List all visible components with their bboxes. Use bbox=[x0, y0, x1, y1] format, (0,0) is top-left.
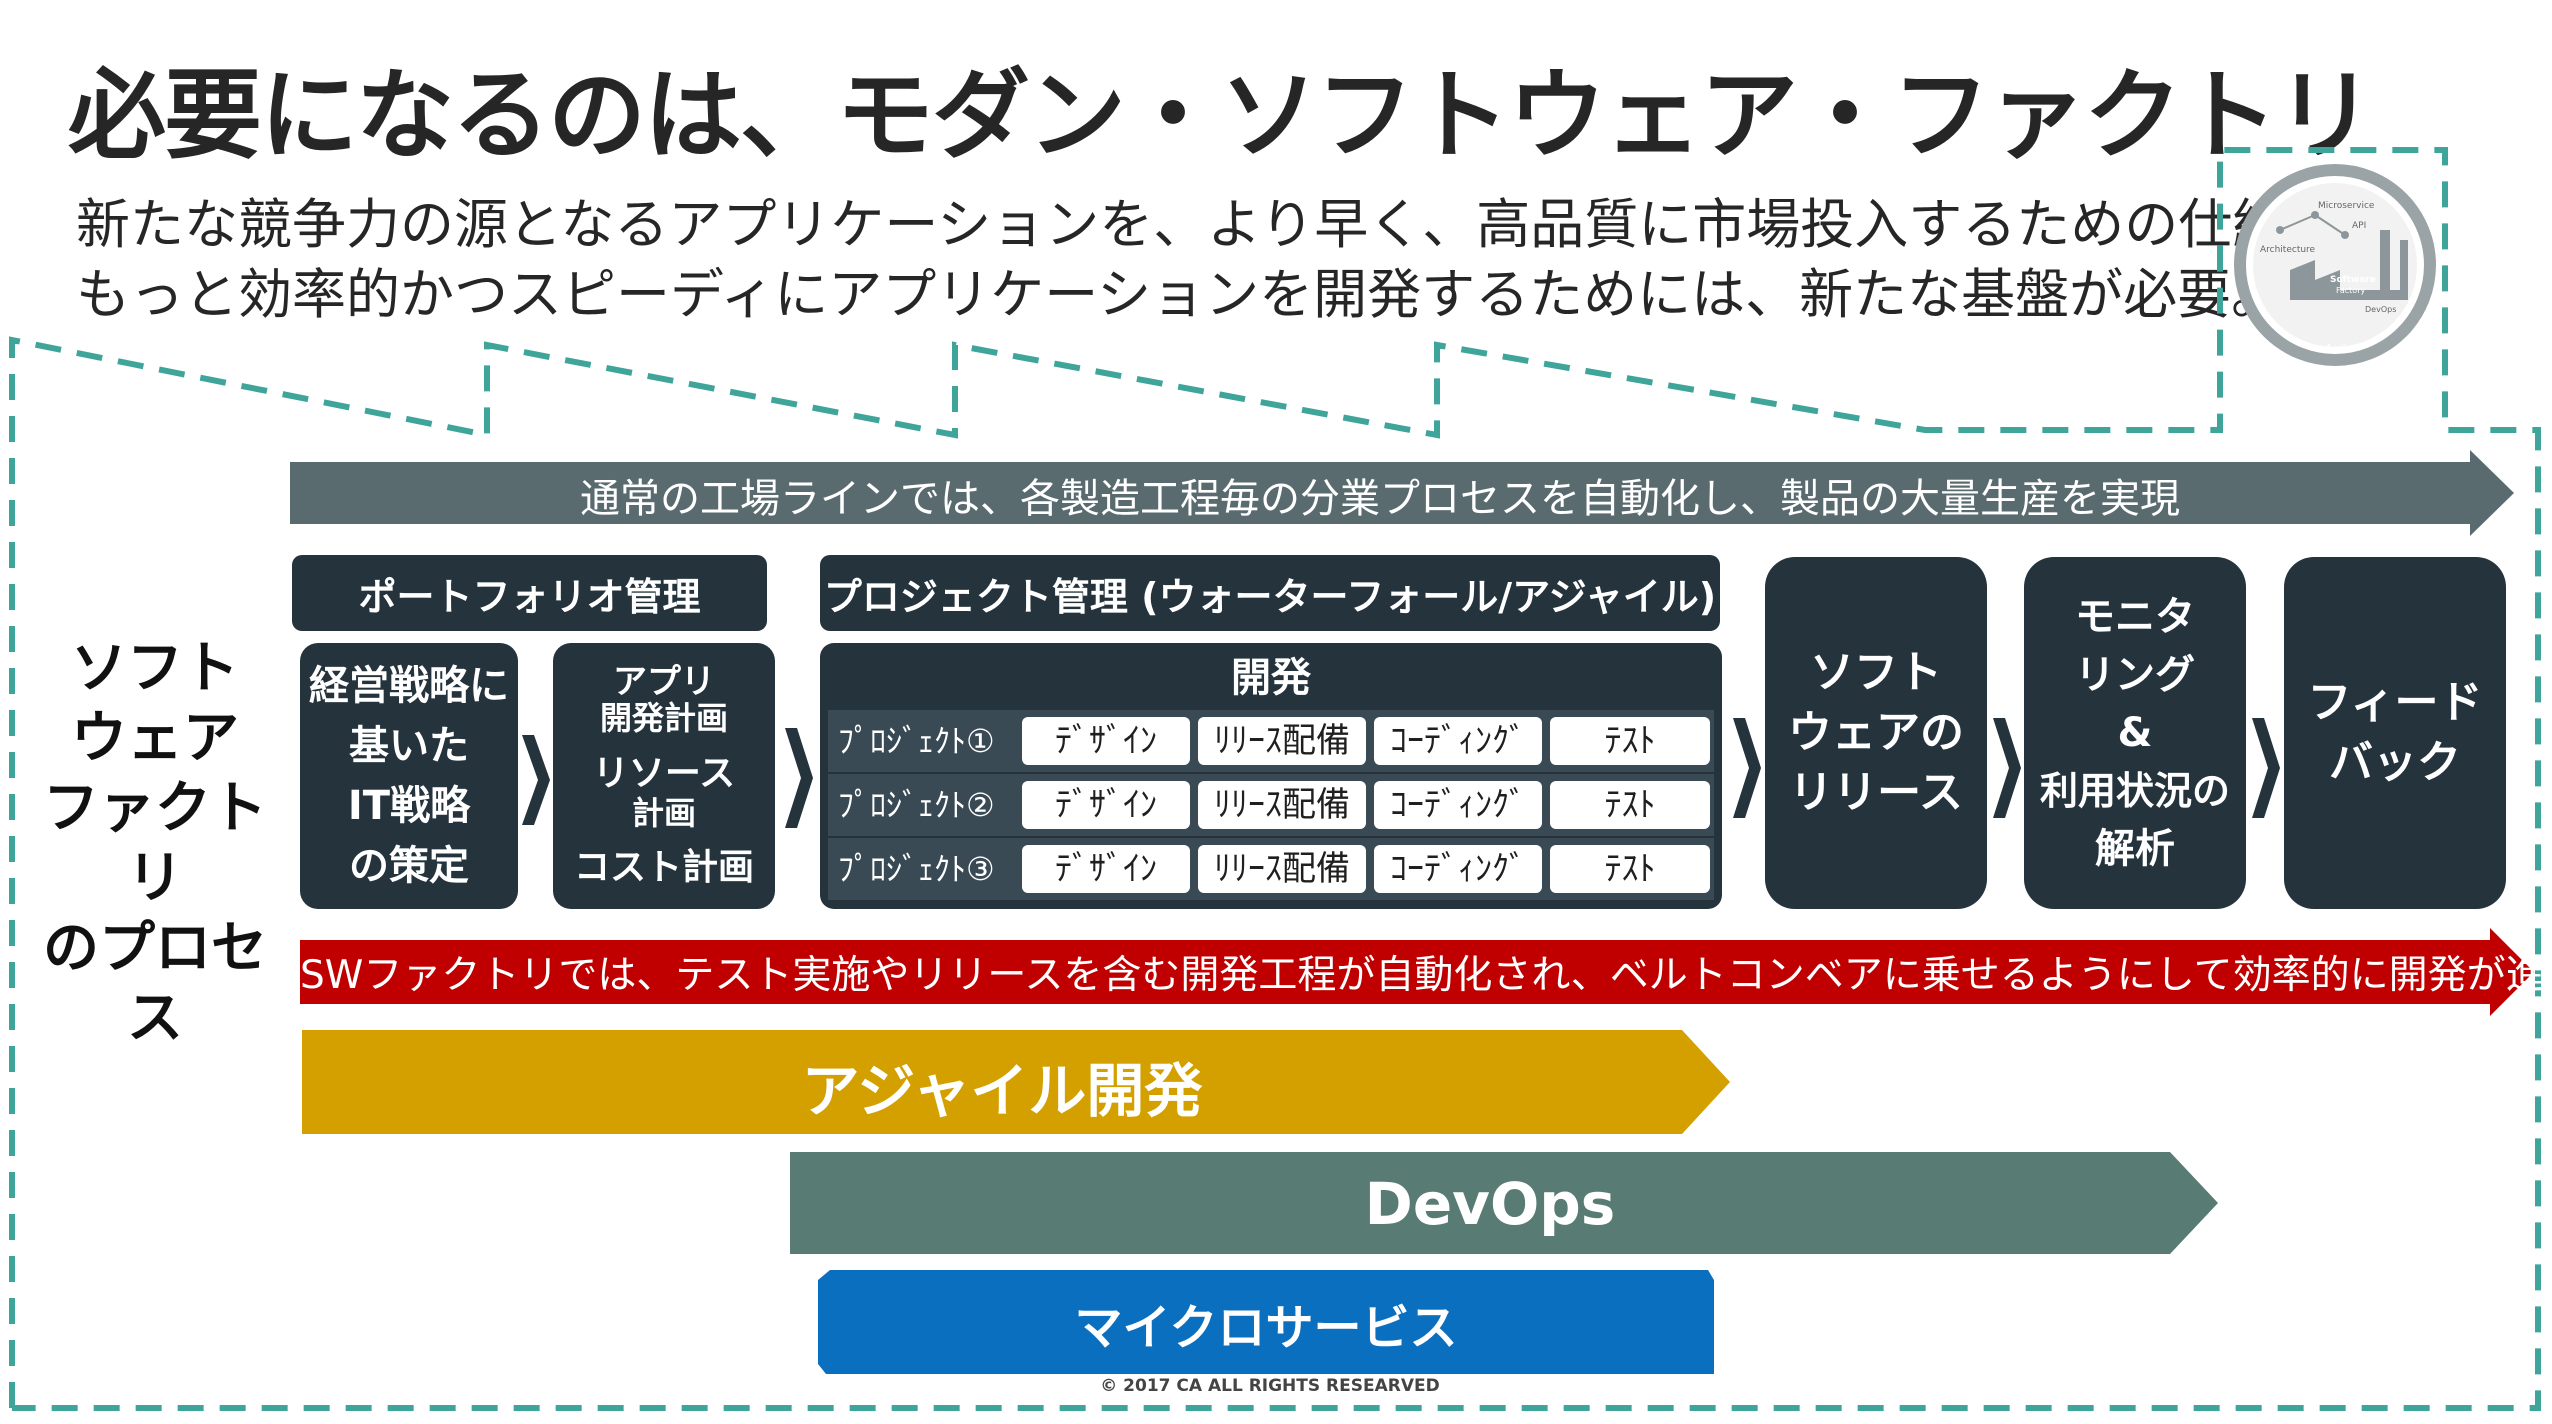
red-arrow bbox=[300, 928, 2534, 1016]
coding-cell: ｺｰﾃﾞｨﾝｸﾞ bbox=[1374, 845, 1542, 893]
project-2-label: ﾌﾟﾛｼﾞｪｸﾄ② bbox=[838, 786, 995, 824]
microservice-band-shape bbox=[818, 1270, 1714, 1374]
microservice-band bbox=[818, 1270, 1714, 1374]
strategy-line-1: 経営戦略に bbox=[309, 663, 509, 709]
side-label-line-1: ソフト bbox=[71, 636, 239, 701]
top-gray-arrow bbox=[290, 450, 2514, 536]
software-release-box: ソフト ウェアの リリース bbox=[1765, 557, 1987, 909]
page-title: 必要になるのは、モダン・ソフトウェア・ファクトリ bbox=[68, 59, 2374, 173]
chevron-shape bbox=[1733, 718, 1761, 818]
release-line-3: リリース bbox=[1789, 767, 1963, 818]
release-line-2: ウェアの bbox=[1788, 707, 1964, 758]
chevron-shape bbox=[785, 728, 813, 828]
strategy-line-4: の策定 bbox=[349, 843, 469, 889]
node-icon bbox=[2341, 231, 2349, 239]
feedback-box: フィード バック bbox=[2284, 557, 2506, 909]
top-arrow-text: 通常の工場ラインでは、各製造工程毎の分業プロセスを自動化し、製品の大量生産を実現 bbox=[580, 476, 2180, 522]
release-line-1: ソフト bbox=[1810, 647, 1942, 698]
chevron-shape bbox=[2252, 718, 2280, 818]
chevron-right-icon bbox=[785, 728, 813, 828]
monitor-line-5: 解析 bbox=[2095, 826, 2175, 872]
chevron-shape bbox=[1993, 718, 2021, 818]
devops-band-shape bbox=[790, 1152, 2218, 1254]
monitor-line-1: モニタ bbox=[2075, 594, 2195, 640]
planning-middle-line-2: 計画 bbox=[631, 794, 696, 832]
software-factory-logo: Microservice API Architecture Software F… bbox=[2234, 164, 2436, 366]
coding-cell: ｺｰﾃﾞｨﾝｸﾞ bbox=[1374, 717, 1542, 765]
feedback-line-1: フィード bbox=[2307, 677, 2483, 728]
release-prep-cell: ﾘﾘｰｽ配備 bbox=[1198, 845, 1366, 893]
network-line-icon bbox=[2314, 214, 2346, 236]
agile-band-shape bbox=[302, 1030, 1730, 1134]
release-prep-cell: ﾘﾘｰｽ配備 bbox=[1198, 781, 1366, 829]
node-icon bbox=[2311, 211, 2319, 219]
agile-label: アジャイル開発 bbox=[801, 1057, 1203, 1125]
strategy-line-2: 基いた bbox=[349, 723, 469, 769]
chevron-right-icon bbox=[1733, 718, 1761, 818]
factory-icon bbox=[2290, 230, 2408, 300]
logo-label-factory: Factory bbox=[2336, 286, 2365, 295]
chevron-right-icon bbox=[2252, 718, 2280, 818]
feedback-line-2: バック bbox=[2329, 737, 2461, 788]
project-header: プロジェクト管理 (ウォーターフォール/アジャイル) bbox=[820, 555, 1720, 631]
strategy-box: 経営戦略に 基いた IT戦略 の策定 bbox=[300, 643, 518, 909]
logo-label-devops: DevOps bbox=[2365, 305, 2396, 314]
devops-band bbox=[790, 1152, 2218, 1254]
side-process-label: ソフト ウェア ファクトリ のプロセス bbox=[30, 634, 280, 1054]
logo-label-architecture: Architecture bbox=[2260, 245, 2316, 255]
planning-bottom-line: コスト計画 bbox=[573, 847, 754, 888]
planning-top-line-1: アプリ bbox=[613, 662, 715, 702]
dashed-border-line bbox=[9, 147, 2541, 1411]
red-arrow-text: SWファクトリでは、テスト実施やリリースを含む開発工程が自動化され、ベルトコンベ… bbox=[300, 953, 2552, 998]
chevron-right-icon bbox=[522, 735, 550, 825]
test-cell: ﾃｽﾄ bbox=[1550, 717, 1710, 765]
gray-arrow-shape bbox=[290, 450, 2514, 536]
copyright-text: © 2017 CA ALL RIGHTS RESEARVED bbox=[1100, 1376, 1440, 1396]
project-3-label: ﾌﾟﾛｼﾞｪｸﾄ③ bbox=[838, 850, 995, 888]
design-cell: ﾃﾞｻﾞｲﾝ bbox=[1022, 781, 1190, 829]
logo-label-api: API bbox=[2352, 221, 2366, 231]
subtitle-line-2: もっと効率的かつスピーディにアプリケーションを開発するためには、新たな基盤が必要… bbox=[76, 263, 2286, 326]
project-1-label: ﾌﾟﾛｼﾞｪｸﾄ① bbox=[838, 722, 995, 760]
monitor-line-3: & bbox=[2117, 710, 2153, 756]
monitoring-box: モニタ リング & 利用状況の 解析 bbox=[2024, 557, 2246, 909]
monitor-line-4: 利用状況の bbox=[2039, 769, 2230, 813]
strategy-line-3: IT戦略 bbox=[347, 783, 471, 829]
logo-label-agile: Agile bbox=[2325, 342, 2353, 355]
logo-label-software: Software bbox=[2330, 275, 2376, 285]
side-label-line-4: のプロセス bbox=[43, 916, 267, 1051]
node-icon bbox=[2276, 226, 2284, 234]
side-label-line-2: ウェア bbox=[71, 706, 239, 771]
coding-cell: ｺｰﾃﾞｨﾝｸﾞ bbox=[1374, 781, 1542, 829]
chevron-right-icon bbox=[1993, 718, 2021, 818]
planning-box: アプリ 開発計画 リソース 計画 コスト計画 bbox=[553, 643, 775, 909]
test-cell: ﾃｽﾄ bbox=[1550, 781, 1710, 829]
agile-band bbox=[302, 1030, 1730, 1134]
network-line-icon bbox=[2279, 214, 2316, 231]
chevron-shape bbox=[522, 735, 550, 825]
microservice-label: マイクロサービス bbox=[1074, 1300, 1458, 1356]
subtitle-line-1: 新たな競争力の源となるアプリケーションを、より早く、高品質に市場投入するための仕… bbox=[76, 193, 2395, 256]
red-arrow-shape bbox=[300, 928, 2534, 1016]
release-prep-cell: ﾘﾘｰｽ配備 bbox=[1198, 717, 1366, 765]
logo-label-microservice: Microservice bbox=[2318, 201, 2375, 211]
design-cell: ﾃﾞｻﾞｲﾝ bbox=[1022, 845, 1190, 893]
planning-top-line-2: 開発計画 bbox=[599, 699, 728, 737]
planning-middle-line-1: リソース bbox=[592, 753, 736, 794]
side-label-line-3: ファクトリ bbox=[43, 776, 267, 911]
design-cell: ﾃﾞｻﾞｲﾝ bbox=[1022, 717, 1190, 765]
development-label: 開発 bbox=[1231, 655, 1311, 701]
portfolio-header: ポートフォリオ管理 bbox=[292, 555, 767, 631]
monitor-line-2: リング bbox=[2075, 652, 2195, 698]
test-cell: ﾃｽﾄ bbox=[1550, 845, 1710, 893]
devops-label: DevOps bbox=[1364, 1170, 1616, 1238]
